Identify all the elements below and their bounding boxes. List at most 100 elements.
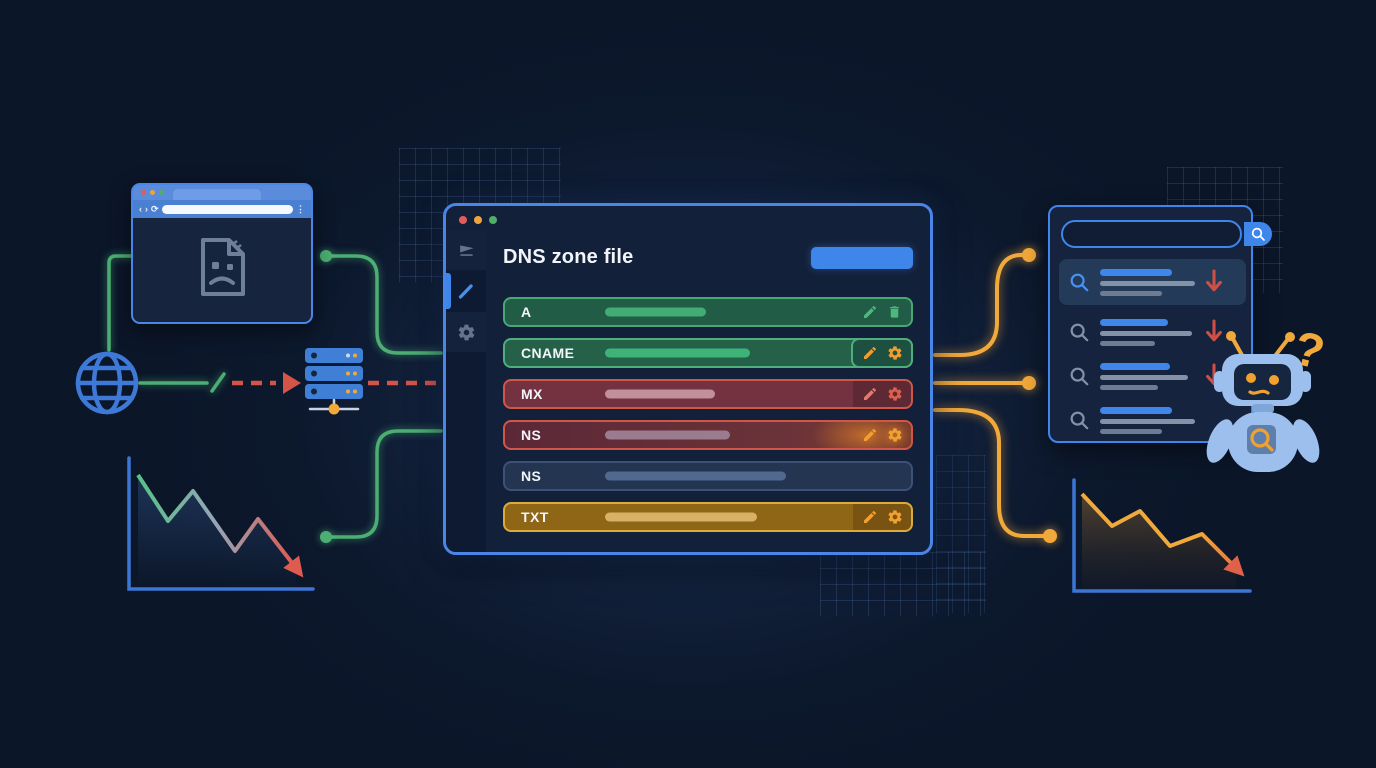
browser-tab[interactable]: [173, 189, 261, 200]
result-title-bar: [1100, 362, 1170, 370]
green-connector: [107, 254, 135, 352]
search-button[interactable]: [1244, 222, 1272, 246]
red-arrowhead: [283, 372, 301, 394]
dns-record-row-mx[interactable]: MX: [503, 379, 913, 409]
record-type-label: NS: [521, 468, 542, 484]
record-type-label: A: [521, 304, 532, 320]
edit-icon[interactable]: [862, 304, 878, 320]
gear-icon: [458, 324, 474, 340]
window-traffic-lights[interactable]: [459, 216, 497, 224]
result-text-bar: [1100, 374, 1188, 380]
robot-eye: [1269, 375, 1279, 385]
chart-axes: [127, 456, 315, 591]
dns-editor-window: DNS zone file A CNAME: [443, 203, 933, 555]
dns-record-row-cname[interactable]: CNAME: [503, 338, 913, 368]
zoom-icon[interactable]: [159, 190, 164, 195]
close-icon[interactable]: [141, 190, 146, 195]
result-title-bar: [1100, 268, 1172, 276]
orange-node: [1022, 376, 1036, 390]
result-text-bar: [1100, 280, 1195, 286]
forward-icon[interactable]: ›: [145, 203, 148, 214]
declining-ranking-chart: [1072, 478, 1252, 593]
editor-main: DNS zone file A CNAME: [486, 206, 930, 552]
record-value-bar: [605, 389, 715, 399]
dns-server-stack: [305, 348, 363, 415]
robot-eye: [1246, 373, 1256, 383]
broken-page-icon: [201, 238, 245, 296]
edit-icon[interactable]: [862, 386, 878, 402]
edit-icon[interactable]: [862, 509, 878, 525]
robot-arm: [1292, 419, 1320, 463]
dns-record-row-txt[interactable]: TXT: [503, 502, 913, 532]
sidebar-item-edit[interactable]: [446, 270, 486, 312]
ranking-down-arrow-icon: [1204, 318, 1224, 346]
record-type-label: MX: [521, 386, 543, 402]
close-icon[interactable]: [459, 216, 467, 224]
settings-icon[interactable]: [887, 427, 903, 443]
record-value-bar: [605, 348, 750, 358]
minimize-icon[interactable]: [150, 190, 155, 195]
globe-icon: [75, 351, 139, 415]
search-input[interactable]: [1063, 222, 1244, 246]
record-type-label: TXT: [521, 509, 549, 525]
magnifier-badge-icon: [1250, 428, 1274, 452]
result-text-bar: [1100, 418, 1195, 424]
result-text-bar: [1100, 340, 1155, 346]
ranking-down-arrow-icon: [1204, 268, 1224, 296]
search-results-panel: [1048, 205, 1272, 443]
magnifier-icon: [1070, 273, 1089, 292]
slash-break-icon: [210, 372, 226, 393]
edit-icon[interactable]: [862, 427, 878, 443]
browser-content: [133, 218, 311, 316]
background-grid: [936, 455, 986, 613]
edit-icon[interactable]: [862, 345, 878, 361]
magnifier-icon: [1070, 367, 1089, 386]
record-type-label: CNAME: [521, 345, 575, 361]
zoom-icon[interactable]: [489, 216, 497, 224]
record-list: A CNAME: [503, 297, 913, 543]
search-result-item[interactable]: [1059, 259, 1246, 305]
record-value-bar: [605, 307, 706, 317]
chart-axes: [1072, 478, 1252, 593]
dns-record-row-ns-muted[interactable]: NS: [503, 461, 913, 491]
green-node: [320, 250, 332, 262]
record-type-label: NS: [521, 427, 542, 443]
dns-record-row-ns-error[interactable]: NS: [503, 420, 913, 450]
settings-icon[interactable]: [887, 345, 903, 361]
reload-icon[interactable]: ⟳: [151, 203, 159, 214]
green-node: [320, 531, 332, 543]
orange-node: [1022, 248, 1036, 262]
settings-icon[interactable]: [887, 509, 903, 525]
pencil-icon: [458, 284, 473, 299]
record-value-bar: [605, 512, 757, 522]
orange-connector: [933, 253, 1025, 357]
dns-record-row-a[interactable]: A: [503, 297, 913, 327]
browser-traffic-lights[interactable]: [141, 190, 164, 195]
confused-robot-mascot: ?: [1206, 322, 1330, 472]
search-bar: [1061, 220, 1272, 248]
delete-icon[interactable]: [887, 304, 902, 320]
page-title: DNS zone file: [503, 246, 634, 268]
record-value-bar: [605, 471, 786, 481]
record-actions-box: [851, 338, 913, 368]
primary-action-button[interactable]: [811, 247, 913, 269]
settings-icon[interactable]: [887, 386, 903, 402]
sidebar-item-scan[interactable]: [446, 230, 486, 270]
search-result-item[interactable]: [1059, 311, 1246, 353]
result-text-bar: [1100, 290, 1162, 296]
editor-sidebar: [446, 230, 486, 552]
menu-icon[interactable]: ⋮: [296, 203, 305, 214]
sidebar-item-settings[interactable]: [446, 312, 486, 352]
antenna: [1273, 337, 1290, 358]
search-icon: [1251, 227, 1265, 241]
minimize-icon[interactable]: [474, 216, 482, 224]
record-value-bar: [605, 430, 730, 440]
browser-window: ‹ › ⟳ ⋮: [131, 183, 313, 324]
back-icon[interactable]: ‹: [139, 203, 142, 214]
green-connector: [328, 429, 443, 539]
active-tab-indicator: [446, 273, 451, 309]
result-text-bar: [1100, 330, 1192, 336]
search-result-item[interactable]: [1059, 399, 1246, 441]
url-bar[interactable]: [161, 204, 293, 214]
